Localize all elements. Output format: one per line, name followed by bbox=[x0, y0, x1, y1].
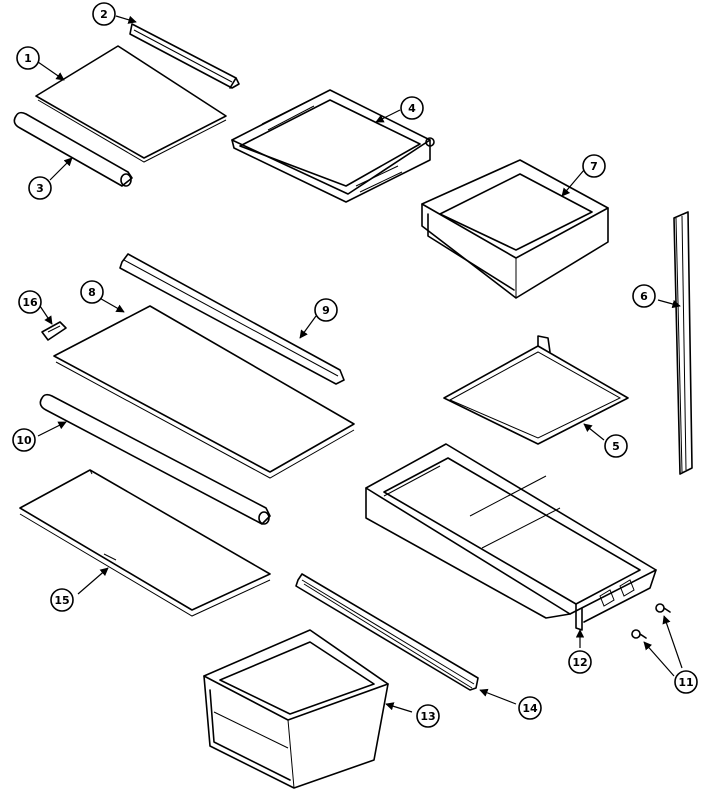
svg-text:9: 9 bbox=[322, 304, 330, 317]
svg-text:16: 16 bbox=[22, 296, 38, 309]
callout-2: 2 bbox=[92, 2, 116, 26]
part-9-shelf-front-trim bbox=[119, 253, 345, 385]
svg-text:13: 13 bbox=[420, 710, 435, 723]
part-11-screws bbox=[631, 603, 671, 639]
svg-text:11: 11 bbox=[678, 676, 693, 689]
svg-text:1: 1 bbox=[24, 52, 32, 65]
svg-text:8: 8 bbox=[88, 286, 96, 299]
part-1-glass-shelf bbox=[35, 45, 227, 163]
callout-10: 10 bbox=[12, 428, 36, 452]
callout-8: 8 bbox=[80, 280, 104, 304]
part-3-shelf-rear-trim bbox=[13, 111, 133, 187]
part-13-crisper-drawer bbox=[203, 629, 389, 789]
svg-text:10: 10 bbox=[16, 434, 32, 447]
part-4-slide-shelf-frame bbox=[231, 89, 435, 203]
part-5-small-shelf bbox=[443, 335, 629, 445]
callout-16: 16 bbox=[18, 290, 42, 314]
part-12-crisper-housing bbox=[365, 443, 657, 631]
callout-6: 6 bbox=[632, 284, 656, 308]
callout-4: 4 bbox=[400, 96, 424, 120]
svg-text:6: 6 bbox=[640, 290, 648, 303]
part-2-shelf-trim bbox=[129, 23, 240, 89]
callout-3: 3 bbox=[28, 176, 52, 200]
callout-15: 15 bbox=[50, 588, 74, 612]
callout-11: 11 bbox=[674, 670, 698, 694]
callout-5: 5 bbox=[604, 434, 628, 458]
part-16-clip bbox=[41, 321, 67, 341]
callout-leaders bbox=[37, 15, 683, 713]
part-7-crisper-pan bbox=[421, 159, 609, 299]
part-14-crisper-slide bbox=[295, 573, 479, 691]
svg-text:4: 4 bbox=[408, 102, 416, 115]
svg-text:7: 7 bbox=[590, 160, 598, 173]
part-15-crisper-cover bbox=[19, 469, 271, 617]
part-6-shelf-support-rail bbox=[673, 211, 693, 475]
svg-text:15: 15 bbox=[54, 594, 69, 607]
svg-text:2: 2 bbox=[100, 8, 108, 21]
callout-13: 13 bbox=[416, 704, 440, 728]
svg-text:12: 12 bbox=[572, 656, 587, 669]
svg-text:5: 5 bbox=[612, 440, 620, 453]
svg-text:14: 14 bbox=[522, 702, 538, 715]
callout-14: 14 bbox=[518, 696, 542, 720]
callout-9: 9 bbox=[314, 298, 338, 322]
part-8-glass-shelf bbox=[53, 305, 355, 479]
svg-text:3: 3 bbox=[36, 182, 44, 195]
callout-7: 7 bbox=[582, 154, 606, 178]
callout-1: 1 bbox=[16, 46, 40, 70]
callout-12: 12 bbox=[568, 650, 592, 674]
part-10-shelf-rear-trim bbox=[39, 393, 271, 525]
